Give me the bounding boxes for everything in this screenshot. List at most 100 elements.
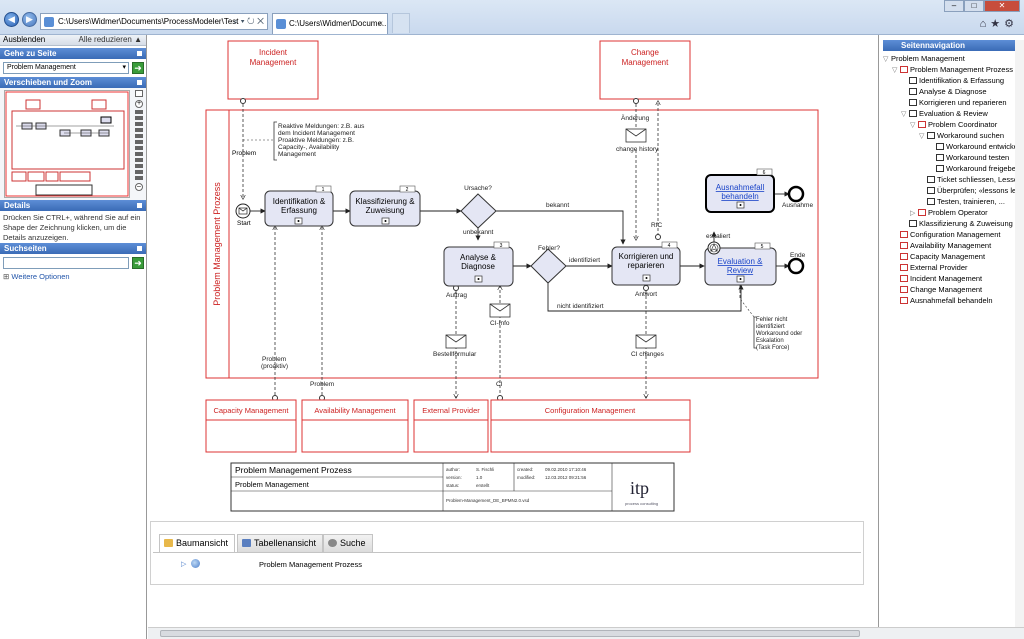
- shape-icon: [909, 220, 917, 227]
- availability-management-box[interactable]: Availability Management: [301, 399, 409, 453]
- task-evaluation[interactable]: 5 Evaluation & Review: [704, 242, 777, 286]
- nav-tree-label: Testen, trainieren, ...: [937, 197, 1005, 206]
- details-header[interactable]: Details: [0, 200, 146, 211]
- nav-tree-item[interactable]: ▽Problem Management Prozess: [892, 65, 1017, 75]
- svg-text:Problem-Management_DE_BPMN2.0.: Problem-Management_DE_BPMN2.0.vsd: [446, 498, 530, 503]
- nav-tree-item[interactable]: ▽Problem Management: [883, 54, 1017, 64]
- back-button[interactable]: ◀: [4, 12, 19, 27]
- tree-toggle-icon[interactable]: ▽: [883, 56, 889, 63]
- svg-text:Capacity Management: Capacity Management: [213, 406, 289, 415]
- favorites-star-icon[interactable]: ★: [990, 18, 1005, 30]
- search-refresh-icon[interactable]: ⌕ ▾ ↻ ✕: [233, 16, 264, 26]
- scroll-thumb[interactable]: [160, 630, 860, 637]
- gateway-ursache[interactable]: [460, 193, 497, 229]
- nav-tree-item[interactable]: Korrigieren und reparieren: [901, 98, 1017, 108]
- new-tab-button[interactable]: [392, 13, 410, 33]
- nav-tree-item[interactable]: Configuration Management: [892, 230, 1017, 240]
- tree-root-item[interactable]: Problem Management Prozess: [259, 560, 362, 569]
- tab-tree-view[interactable]: Baumansicht: [159, 534, 236, 553]
- change-management-box[interactable]: [599, 40, 691, 100]
- end-event[interactable]: [787, 257, 805, 275]
- nav-tree-item[interactable]: Incident Management: [892, 274, 1017, 284]
- right-horizontal-scrollbar[interactable]: [878, 627, 1024, 639]
- nav-tree-item[interactable]: Analyse & Diagnose: [901, 87, 1017, 97]
- search-go-button[interactable]: ➜: [132, 257, 144, 269]
- svg-text:created:: created:: [517, 467, 533, 472]
- tree-expand-icon[interactable]: ▷: [181, 561, 187, 568]
- tree-toggle-icon[interactable]: ▽: [919, 133, 925, 140]
- collapse-all-button[interactable]: Alle reduzieren ▲: [78, 35, 142, 44]
- capacity-management-box[interactable]: Capacity Management: [205, 399, 297, 453]
- forward-button[interactable]: ▶: [22, 12, 37, 27]
- pan-zoom-header[interactable]: Verschieben und Zoom: [0, 77, 146, 88]
- address-bar[interactable]: C:\Users\Widmer\Documents\ProcessModeler…: [40, 13, 268, 30]
- more-options-link[interactable]: ⊞ Weitere Optionen: [3, 272, 70, 281]
- nav-tree-item[interactable]: Workaround entwickeln: [928, 142, 1017, 152]
- home-icon[interactable]: ⌂: [979, 18, 991, 30]
- nav-tree-item[interactable]: Ausnahmefall behandeln: [892, 296, 1017, 306]
- svg-text:dem Incident Management: dem Incident Management: [278, 130, 355, 137]
- collapse-icon[interactable]: [137, 203, 142, 208]
- tab-table-view[interactable]: Tabellenansicht: [237, 534, 324, 552]
- task-ausnahme[interactable]: 6 Ausnahmefall behandeln: [705, 168, 775, 213]
- nav-tree-item[interactable]: Capacity Management: [892, 252, 1017, 262]
- incident-management-box[interactable]: [227, 40, 319, 100]
- nav-tree-item[interactable]: ▽Workaround suchen: [919, 131, 1017, 141]
- nav-tree-item[interactable]: Testen, trainieren, ...: [919, 197, 1017, 207]
- collapse-icon[interactable]: [137, 51, 142, 56]
- nicht-identifiziert-label: nicht identifiziert: [557, 303, 604, 310]
- svg-text:Problem Management Prozess: Problem Management Prozess: [235, 465, 352, 475]
- nav-tree-item[interactable]: ▷Problem Operator: [910, 208, 1017, 218]
- configuration-management-box[interactable]: Configuration Management: [490, 399, 691, 453]
- task-korrigieren[interactable]: 4 Korrigieren und reparieren: [611, 241, 681, 286]
- nav-tree-item[interactable]: Workaround testen: [928, 153, 1017, 163]
- maximize-icon[interactable]: □: [964, 0, 984, 12]
- tab-search[interactable]: Suche: [323, 534, 373, 552]
- task-analyse[interactable]: 3 Analyse & Diagnose: [443, 241, 514, 287]
- tree-toggle-icon[interactable]: ▽: [901, 111, 907, 118]
- close-window-icon[interactable]: ✕: [984, 0, 1020, 12]
- nav-tree-item[interactable]: Identifikation & Erfassung: [901, 76, 1017, 86]
- goto-page-select[interactable]: Problem Management▾: [3, 62, 129, 74]
- zoom-slider[interactable]: + –: [134, 90, 144, 198]
- task-klassifizierung[interactable]: 2 Klassifizierung & Zuweisung: [349, 185, 421, 227]
- tab-close-icon[interactable]: ×: [378, 19, 383, 28]
- svg-text:process consulting: process consulting: [625, 501, 658, 506]
- end-event-ausnahme[interactable]: [787, 185, 805, 203]
- goto-page-button[interactable]: ➜: [132, 62, 144, 74]
- svg-text:Analyse &: Analyse &: [460, 253, 497, 262]
- tree-toggle-icon[interactable]: ▷: [910, 210, 916, 217]
- right-vertical-scrollbar[interactable]: [1015, 40, 1024, 627]
- goto-page-header[interactable]: Gehe zu Seite: [0, 48, 146, 59]
- nav-tree-item[interactable]: Ticket schliessen, Lessons: [919, 175, 1017, 185]
- gateway-fehler[interactable]: [530, 248, 567, 284]
- search-pages-header[interactable]: Suchseiten: [0, 243, 146, 254]
- nav-tree-item[interactable]: External Provider: [892, 263, 1017, 273]
- details-text: Drücken Sie CTRL+, während Sie auf ein S…: [3, 213, 141, 242]
- nav-tree-item[interactable]: Availability Management: [892, 241, 1017, 251]
- page-node-icon: [191, 559, 200, 568]
- tree-toggle-icon[interactable]: ▽: [910, 122, 916, 129]
- nav-tree-item[interactable]: Klassifizierung & Zuweisung: [901, 219, 1017, 229]
- tree-toggle-icon[interactable]: ▽: [892, 67, 898, 74]
- nav-tree-item[interactable]: Workaround freigeben: [928, 164, 1017, 174]
- hide-panel-button[interactable]: Ausblenden: [3, 35, 46, 44]
- collapse-icon[interactable]: [137, 80, 142, 85]
- task-identifikation[interactable]: 1 Identifikation & Erfassung: [264, 185, 334, 227]
- nav-tree-item[interactable]: ▽Problem Coordinator: [910, 120, 1017, 130]
- browser-tab[interactable]: C:\Users\Widmer\Docume... ×: [272, 13, 388, 34]
- minimize-icon[interactable]: –: [944, 0, 964, 12]
- diagram-thumbnail[interactable]: [4, 90, 130, 198]
- external-provider-box[interactable]: External Provider: [413, 399, 489, 453]
- collapse-icon[interactable]: [137, 246, 142, 251]
- nav-tree-item[interactable]: ▽Evaluation & Review: [901, 109, 1017, 119]
- zoom-in-icon[interactable]: +: [135, 100, 143, 108]
- nav-tree-item[interactable]: Change Management: [892, 285, 1017, 295]
- horizontal-scrollbar[interactable]: [148, 627, 878, 639]
- zoom-out-icon[interactable]: –: [135, 183, 143, 191]
- nav-tree-item[interactable]: Überprüfen; «lessons learned»: [919, 186, 1017, 196]
- search-input[interactable]: [3, 257, 129, 269]
- gear-icon[interactable]: ⚙: [1004, 18, 1018, 30]
- fit-page-icon[interactable]: [135, 90, 143, 97]
- shape-icon: [909, 110, 917, 117]
